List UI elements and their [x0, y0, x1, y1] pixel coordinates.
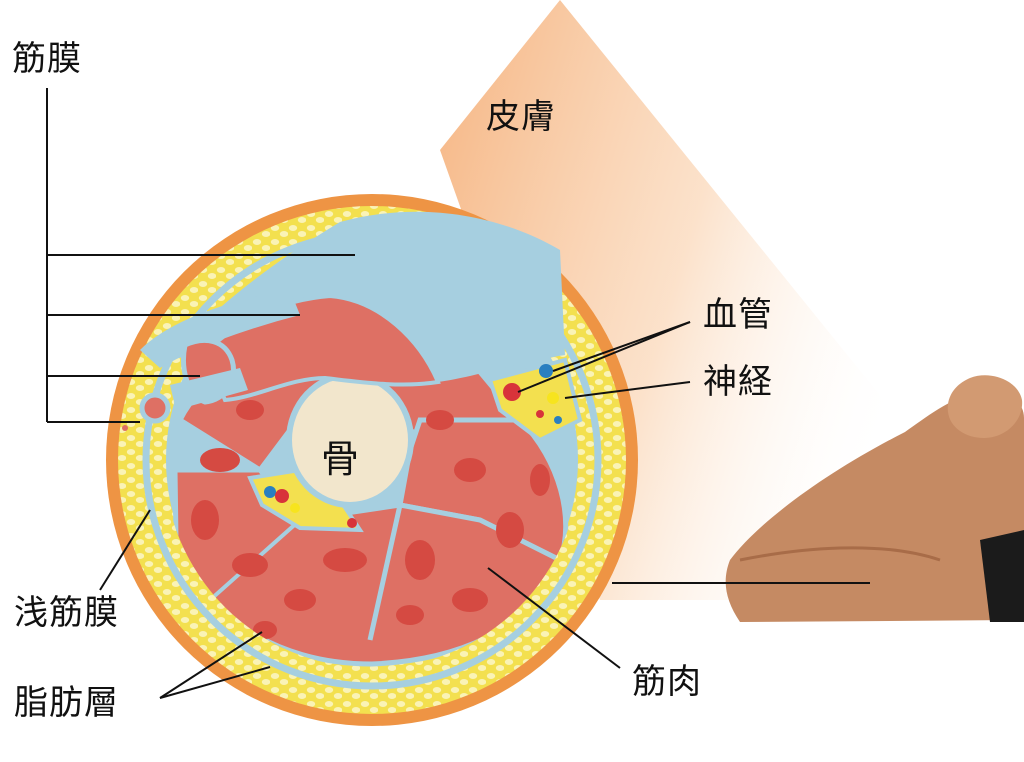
fascia-roll-1 — [140, 290, 300, 368]
label-muscle: 筋肉 — [632, 662, 702, 702]
fascia-roll-3 — [170, 368, 248, 410]
nerve-yellow — [547, 392, 559, 404]
label-bone: 骨 — [321, 437, 359, 481]
label-fat-layer: 脂肪層 — [14, 683, 119, 723]
arm-icon — [725, 375, 1024, 622]
leader-lines — [46, 88, 870, 699]
muscle-fibers — [191, 400, 550, 639]
blood-vessel-blue — [539, 364, 553, 378]
bone — [292, 378, 408, 502]
fascia-roll-tip — [139, 392, 171, 424]
blood-vessel-red — [503, 383, 521, 401]
label-blood-vessel: 血管 — [703, 295, 773, 335]
label-skin: 皮膚 — [486, 97, 556, 137]
label-superficial-fascia: 浅筋膜 — [14, 593, 119, 633]
label-fascia: 筋膜 — [12, 39, 82, 79]
label-nerve: 神経 — [703, 362, 773, 402]
fascia-sheet-peeled — [170, 211, 565, 382]
